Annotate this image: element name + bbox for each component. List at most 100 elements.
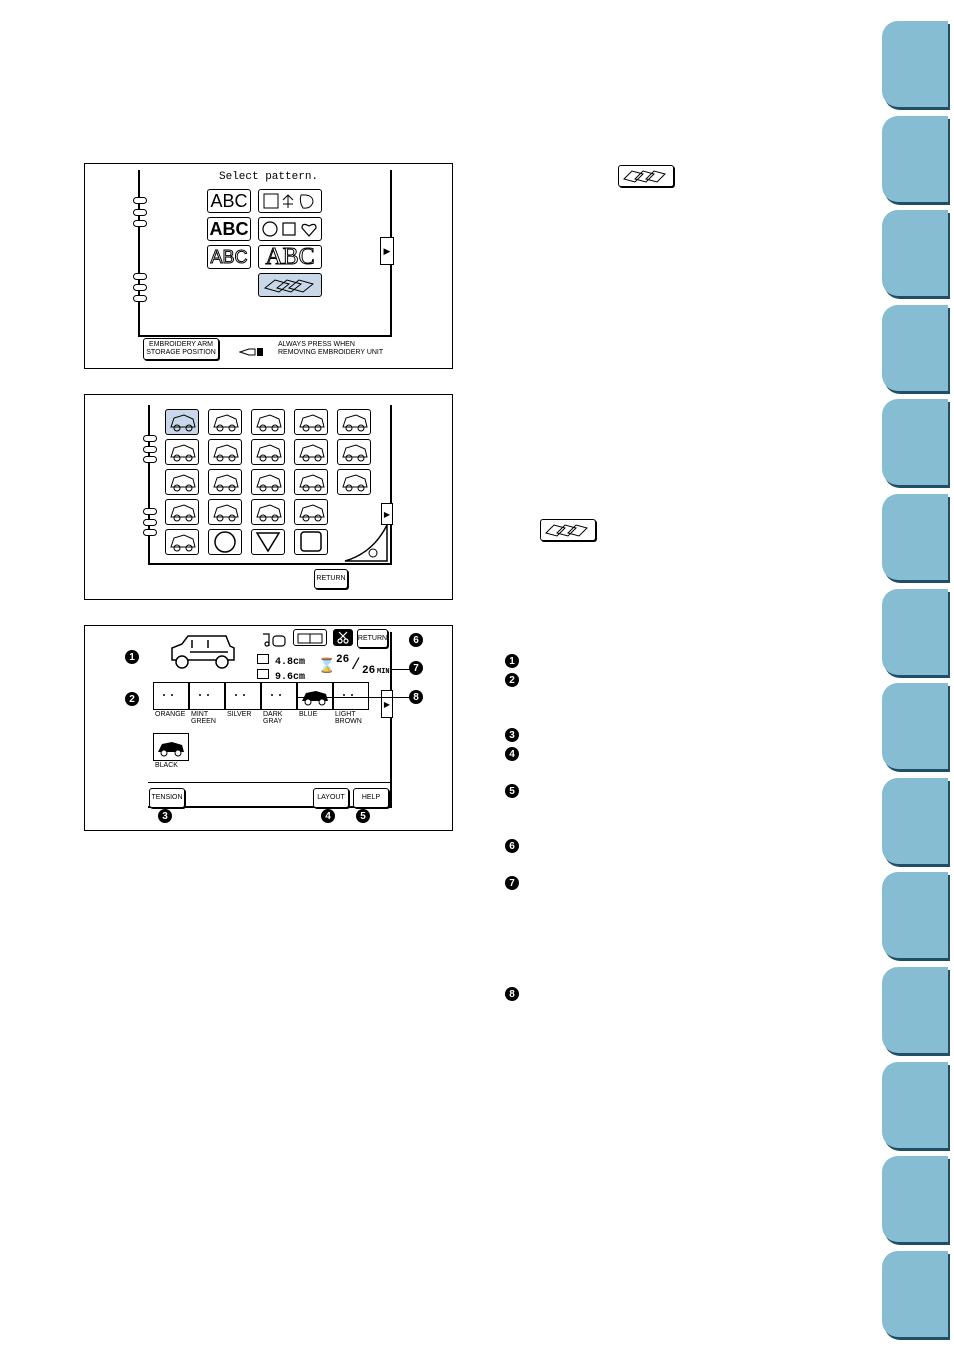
page-curl-corner[interactable] <box>343 523 389 563</box>
list-number-8: 8 <box>505 987 519 1001</box>
callout-2: 2 <box>125 692 139 706</box>
font-key-1[interactable]: ABC <box>207 189 251 213</box>
thread-part-icon <box>271 694 281 696</box>
pattern-key-vehicle[interactable] <box>165 529 199 555</box>
side-tab-8[interactable] <box>882 683 948 770</box>
help-button[interactable]: HELP <box>353 788 389 808</box>
thread-swatch[interactable] <box>153 733 189 761</box>
lcd-binding-line <box>148 405 150 563</box>
pattern-key-vehicle[interactable] <box>337 439 371 465</box>
time-slash: / <box>351 656 361 674</box>
pattern-key-vehicle[interactable] <box>251 409 285 435</box>
side-tab-12[interactable] <box>882 1061 948 1148</box>
side-tab-13[interactable] <box>882 1156 948 1243</box>
side-tab-1[interactable] <box>882 21 948 107</box>
thread-trim-icon[interactable] <box>261 630 287 648</box>
pattern-key-vehicle[interactable] <box>165 439 199 465</box>
pattern-key-vehicle[interactable] <box>337 469 371 495</box>
pattern-key-vehicle[interactable] <box>208 409 242 435</box>
side-tab-10[interactable] <box>882 872 948 959</box>
layout-button-label: LAYOUT <box>317 794 345 801</box>
help-button-label: HELP <box>361 794 381 801</box>
return-button[interactable]: RETURN <box>314 569 348 589</box>
pattern-key-vehicle[interactable] <box>294 469 328 495</box>
font-key-3[interactable]: ABC <box>207 245 251 269</box>
side-tab-6[interactable] <box>882 494 948 580</box>
thread-color-label: DARK GRAY <box>263 711 283 725</box>
pattern-key-vehicle[interactable] <box>165 499 199 525</box>
thread-swatch[interactable] <box>153 682 189 710</box>
view-mode-button[interactable] <box>293 629 327 646</box>
callout-1: 1 <box>125 650 139 664</box>
pattern-key-vehicle[interactable] <box>294 409 328 435</box>
pattern-key-vehicle[interactable] <box>165 469 199 495</box>
next-page-arrow[interactable]: ▶ <box>381 690 393 718</box>
pattern-thumbnail-icon <box>170 474 196 492</box>
side-tab-14[interactable] <box>882 1250 948 1337</box>
pattern-key-vehicle[interactable] <box>208 499 242 525</box>
pattern-key-vehicle[interactable] <box>337 409 371 435</box>
pattern-thumbnail-icon <box>256 504 282 522</box>
thread-swatch[interactable] <box>261 682 297 710</box>
pattern-key-vehicle[interactable] <box>251 499 285 525</box>
list-number-5: 5 <box>505 784 519 798</box>
pattern-key-circle[interactable] <box>208 529 242 555</box>
thread-swatch[interactable] <box>333 682 369 710</box>
pattern-thumbnail-icon <box>256 414 282 432</box>
pattern-thumbnail-icon <box>299 504 325 522</box>
side-tab-5[interactable] <box>882 399 948 486</box>
return-button[interactable]: RETURN <box>357 629 388 648</box>
time-current: 26 <box>336 654 350 666</box>
large-font-key-label: ABC <box>265 243 315 270</box>
embroidery-arm-storage-button[interactable]: EMBROIDERY ARM STORAGE POSITION <box>143 338 219 360</box>
pattern-key-vehicle[interactable] <box>294 439 328 465</box>
page-curl-icon <box>344 524 388 562</box>
thread-part-icon <box>158 742 184 757</box>
side-tab-2[interactable] <box>882 115 948 202</box>
side-tab-9[interactable] <box>882 777 948 864</box>
pattern-key-vehicle[interactable] <box>251 439 285 465</box>
thread-swatch[interactable] <box>225 682 261 710</box>
thread-color-label: LIGHT BROWN <box>335 711 362 725</box>
tension-button[interactable]: TENSION <box>149 788 185 808</box>
thread-color-label: BLUE <box>299 711 318 718</box>
pattern-key-square[interactable] <box>294 529 328 555</box>
pattern-key-vehicle[interactable] <box>165 409 199 435</box>
large-font-key[interactable]: ABC <box>258 243 322 270</box>
callout-3: 3 <box>158 809 172 823</box>
inline-card-key-1 <box>618 165 674 187</box>
thread-part-icon <box>235 694 245 696</box>
cut-button[interactable] <box>333 629 353 646</box>
font-key-2-label: ABC <box>209 218 249 239</box>
list-number-6: 6 <box>505 839 519 853</box>
height-icon <box>257 654 269 664</box>
screen-select-pattern: Select pattern. ABC ABC ABC ABC ▶ EMBROI… <box>84 163 453 369</box>
pattern-key-vehicle[interactable] <box>251 469 285 495</box>
thread-swatch[interactable] <box>189 682 225 710</box>
return-button-label: RETURN <box>316 575 346 582</box>
pattern-key-triangle[interactable] <box>251 529 285 555</box>
list-number-3: 3 <box>505 728 519 742</box>
time-total: 26 <box>362 665 376 677</box>
layout-button[interactable]: LAYOUT <box>313 788 349 808</box>
pattern-key-vehicle[interactable] <box>294 499 328 525</box>
next-page-arrow[interactable]: ▶ <box>381 503 393 525</box>
thread-swatch[interactable] <box>297 682 333 710</box>
side-tab-7[interactable] <box>882 588 948 675</box>
callout-6: 6 <box>409 633 423 647</box>
callout-5: 5 <box>356 809 370 823</box>
next-page-arrow[interactable]: ▶ <box>380 237 394 265</box>
card-pattern-key[interactable] <box>258 273 322 297</box>
side-tab-3[interactable] <box>882 210 948 297</box>
font-key-1-label: ABC <box>210 190 248 211</box>
font-key-2[interactable]: ABC <box>207 217 251 241</box>
side-tab-11[interactable] <box>882 967 948 1053</box>
pattern-thumbnail-icon <box>213 444 239 462</box>
pattern-key-vehicle[interactable] <box>208 469 242 495</box>
lcd-bottom-line <box>138 335 392 337</box>
pattern-thumbnail-icon <box>299 444 325 462</box>
side-tab-4[interactable] <box>882 304 948 391</box>
frame-shapes-key[interactable] <box>258 217 322 241</box>
floral-frame-key[interactable] <box>258 189 322 213</box>
pattern-key-vehicle[interactable] <box>208 439 242 465</box>
